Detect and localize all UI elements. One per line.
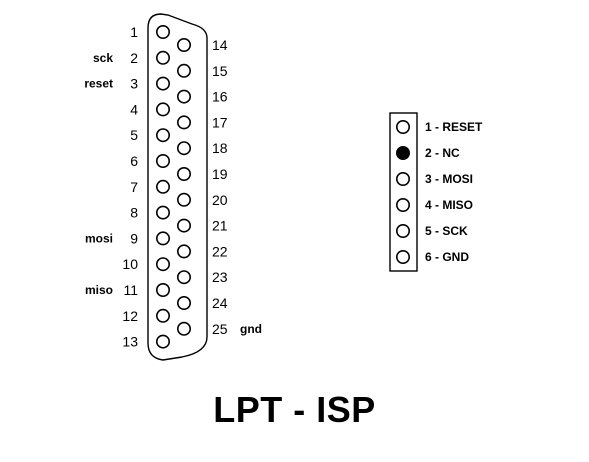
- isp-pin-6-circle: [395, 250, 410, 265]
- lpt-pin-8-number: 8: [130, 205, 138, 221]
- lpt-pin-2-number: 2: [130, 50, 138, 66]
- lpt-pin-23-circle: [177, 270, 192, 285]
- lpt-pin-12-circle: [156, 308, 171, 323]
- lpt-pin-19-number: 19: [212, 166, 228, 182]
- lpt-pin-5-circle: [156, 128, 171, 143]
- lpt-pin-24-circle: [177, 295, 192, 310]
- lpt-pin-1-number: 1: [130, 24, 138, 40]
- lpt-pin-15-circle: [177, 63, 192, 78]
- lpt-pin-8-circle: [156, 205, 171, 220]
- lpt-pin-1-circle: [156, 24, 171, 39]
- lpt-pin-13-number: 13: [122, 334, 138, 350]
- lpt-pin-22-circle: [177, 244, 192, 259]
- lpt-pin-6-circle: [156, 154, 171, 169]
- lpt-pin-9-signal: mosi: [85, 231, 113, 245]
- lpt-pin-5-number: 5: [130, 127, 138, 143]
- lpt-pin-19-circle: [177, 167, 192, 182]
- lpt-pin-6-number: 6: [130, 153, 138, 169]
- lpt-pin-11-number: 11: [123, 282, 138, 298]
- lpt-pin-11-signal: miso: [85, 283, 113, 297]
- lpt-pin-7-number: 7: [130, 179, 138, 195]
- lpt-pin-2-signal: sck: [93, 51, 113, 65]
- lpt-pin-3-circle: [156, 76, 171, 91]
- isp-pin-5-circle: [395, 224, 410, 239]
- lpt-pin-21-number: 21: [212, 218, 228, 234]
- isp-pin-2-circle: [395, 146, 410, 161]
- isp-pin-3-label: 3 - MOSI: [425, 172, 473, 186]
- lpt-pin-11-circle: [156, 282, 171, 297]
- lpt-pin-10-number: 10: [122, 256, 138, 272]
- isp-pin-1-circle: [395, 120, 410, 135]
- isp-pin-1-label: 1 - RESET: [425, 120, 483, 134]
- lpt-pin-20-number: 20: [212, 192, 228, 208]
- lpt-pin-9-number: 9: [130, 230, 138, 246]
- isp-pin-6-label: 6 - GND: [425, 250, 469, 264]
- lpt-pin-13-circle: [156, 334, 171, 349]
- lpt-pin-18-number: 18: [212, 140, 228, 156]
- lpt-pin-21-circle: [177, 218, 192, 233]
- lpt-pin-18-circle: [177, 141, 192, 156]
- lpt-pin-25-number: 25: [212, 321, 228, 337]
- lpt-pin-24-number: 24: [212, 295, 228, 311]
- lpt-pin-7-circle: [156, 179, 171, 194]
- diagram-title: LPT - ISP: [213, 389, 376, 430]
- lpt-pin-22-number: 22: [212, 243, 228, 259]
- lpt-pin-9-circle: [156, 231, 171, 246]
- lpt-pin-2-circle: [156, 50, 171, 65]
- isp-pin-5-label: 5 - SCK: [425, 224, 468, 238]
- isp-pin-2-label: 2 - NC: [425, 146, 460, 160]
- lpt-pin-20-circle: [177, 192, 192, 207]
- isp-pin-4-circle: [395, 198, 410, 213]
- lpt-pin-14-circle: [177, 37, 192, 52]
- lpt-pin-3-signal: reset: [84, 77, 113, 91]
- isp-header-outline: [389, 112, 418, 272]
- lpt-pin-23-number: 23: [212, 269, 228, 285]
- lpt-pin-15-number: 15: [212, 63, 228, 79]
- db25-shell-outline: [147, 13, 208, 361]
- lpt-pin-17-number: 17: [212, 114, 228, 130]
- isp-pin-3-circle: [395, 172, 410, 187]
- lpt-pin-14-number: 14: [212, 37, 228, 53]
- isp-pin-4-label: 4 - MISO: [425, 198, 473, 212]
- lpt-pin-12-number: 12: [122, 308, 138, 324]
- lpt-pin-25-signal: gnd: [240, 322, 262, 336]
- lpt-pin-4-circle: [156, 102, 171, 117]
- lpt-pin-16-circle: [177, 89, 192, 104]
- lpt-pin-3-number: 3: [130, 76, 138, 92]
- lpt-pin-25-circle: [177, 321, 192, 336]
- lpt-pin-17-circle: [177, 115, 192, 130]
- lpt-pin-10-circle: [156, 257, 171, 272]
- lpt-pin-4-number: 4: [130, 101, 138, 117]
- lpt-pin-16-number: 16: [212, 89, 228, 105]
